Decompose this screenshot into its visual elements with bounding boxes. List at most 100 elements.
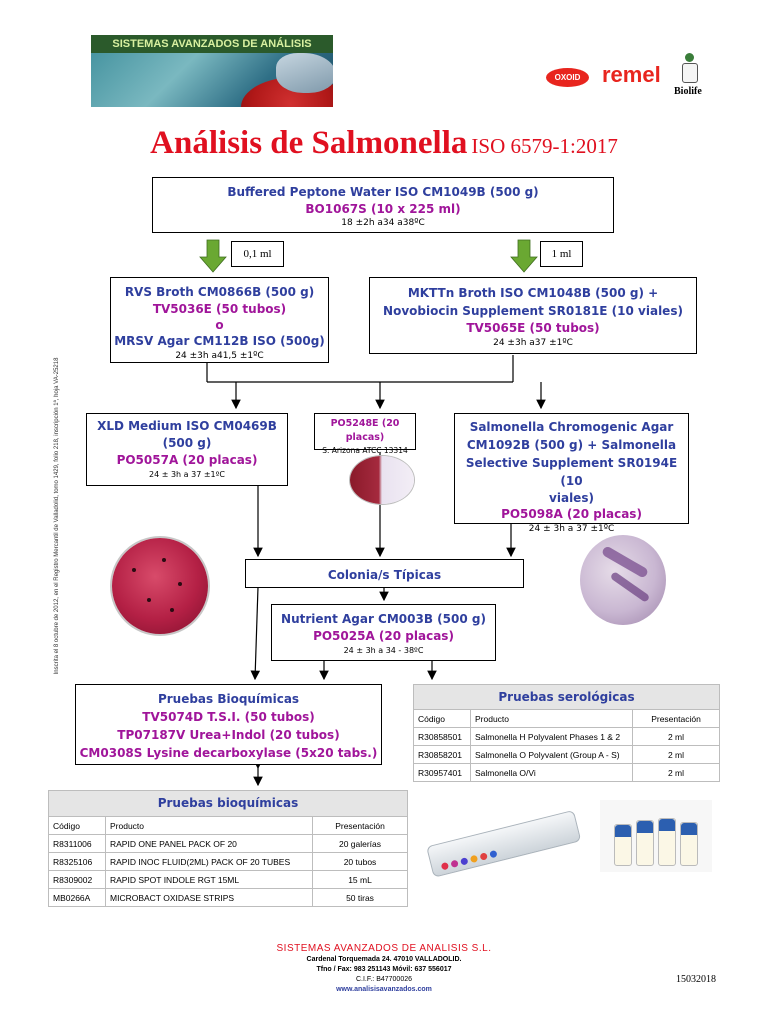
volume-label-right: 1 ml <box>540 241 583 267</box>
header-presentacion: Presentación <box>632 709 720 728</box>
green-arrow-right <box>510 239 538 273</box>
cell-product: Salmonella O Polyvalent (Group A - S) <box>470 745 633 764</box>
rvs-line1: RVS Broth CM0866B (500 g) <box>124 285 315 299</box>
header-presentacion: Presentación <box>312 816 408 835</box>
table-row: R8325106 RAPID INOC FLUID(2ML) PACK OF 2… <box>48 852 408 871</box>
footer-cif: C.I.F.: B47700026 <box>355 976 413 983</box>
table-row: R8309002 RAPID SPOT INDOLE RGT 15ML 15 m… <box>48 870 408 889</box>
xld-plate-image <box>112 538 208 634</box>
glove-photo <box>276 53 333 93</box>
document-code: 15032018 <box>676 974 716 985</box>
table-row: R30858501 Salmonella H Polyvalent Phases… <box>413 727 720 746</box>
step-mkttn-broth: MKTTn Broth ISO CM1048B (500 g) + Novobi… <box>369 277 697 354</box>
volume-right-text: 1 ml <box>551 248 572 260</box>
rvs-line2: TV5036E (50 tubos) <box>152 302 287 316</box>
biolife-label: Biolife <box>674 86 702 97</box>
colonias-label: Colonia/s Típicas <box>327 568 442 582</box>
step-po5248e: PO5248E (20 placas) S. Arizona ATCC 1331… <box>314 413 416 455</box>
mkttn-line3: TV5065E (50 tubos) <box>466 321 600 335</box>
cell-presentation: 50 tiras <box>312 888 408 907</box>
reagent-bottles-image <box>600 800 712 872</box>
step1-line1: Buffered Peptone Water ISO CM1049B (500 … <box>227 185 539 199</box>
biochemical-title-text: Pruebas bioquímicas <box>157 796 299 810</box>
bioq-line1: Pruebas Bioquímicas <box>157 692 300 706</box>
bioq-line4: CM0308S Lysine decarboxylase (5x20 tabs.… <box>79 746 378 760</box>
header-producto: Producto <box>105 816 313 835</box>
cell-presentation: 2 ml <box>632 745 720 764</box>
step-chromogenic-agar: Salmonella Chromogenic Agar CM1092B (500… <box>454 413 689 534</box>
banner-title: SISTEMAS AVANZADOS DE ANÁLISIS <box>91 35 333 53</box>
chromo-line3: Selective Supplement SR0194E (10 <box>465 456 678 488</box>
step-buffered-peptone: Buffered Peptone Water ISO CM1049B (500 … <box>152 177 614 233</box>
cell-presentation: 2 ml <box>632 727 720 746</box>
chromo-line6: 24 ± 3h a 37 ±1ºC <box>528 524 615 534</box>
chromo-line4: viales) <box>549 491 594 505</box>
mkttn-line2: Novobiocin Supplement SR0181E (10 viales… <box>383 304 683 318</box>
serological-table: Código Producto Presentación R30858501 S… <box>413 709 720 782</box>
cell-presentation: 20 tubos <box>312 852 408 871</box>
green-arrow-left <box>199 239 227 273</box>
registry-side-note: Inscrita el 8 octubre de 2012, en el Reg… <box>54 357 60 675</box>
step1-line3: 18 ±2h a34 a38ºC <box>341 218 425 228</box>
header-banner: SISTEMAS AVANZADOS DE ANÁLISIS <box>91 35 333 107</box>
table-row: R30957401 Salmonella O/Vi 2 ml <box>413 763 720 782</box>
nutrient-line2: PO5025A (20 placas) <box>313 629 454 643</box>
xld-line1: XLD Medium ISO CM0469B <box>97 419 277 433</box>
table-header-row: Código Producto Presentación <box>48 816 408 835</box>
volume-label-left: 0,1 ml <box>231 241 284 267</box>
rvs-line3: o <box>215 318 224 332</box>
xld-line4: 24 ± 3h a 37 ±1ºC <box>149 470 225 479</box>
footer-web[interactable]: www.analisisavanzados.com <box>336 986 432 993</box>
cell-product: Salmonella O/Vi <box>470 763 633 782</box>
table-row: MB0266A MICROBACT OXIDASE STRIPS 50 tira… <box>48 888 408 907</box>
biochemical-table-title: Pruebas bioquímicas <box>48 790 408 817</box>
cell-product: MICROBACT OXIDASE STRIPS <box>105 888 313 907</box>
page-title: Análisis de Salmonella ISO 6579-1:2017 <box>0 123 768 169</box>
cell-code: R30858501 <box>413 727 471 746</box>
footer-company: SISTEMAS AVANZADOS DE ANALISIS S.L. <box>276 943 492 954</box>
xld-line2: (500 g) <box>162 436 212 450</box>
bioq-line2: TV5074D T.S.I. (50 tubos) <box>142 710 315 724</box>
table-header-row: Código Producto Presentación <box>413 709 720 728</box>
cell-presentation: 15 mL <box>312 870 408 889</box>
step-nutrient-agar: Nutrient Agar CM003B (500 g) PO5025A (20… <box>271 604 496 661</box>
cell-code: R8311006 <box>48 834 106 853</box>
chromogenic-plate-image <box>580 535 666 625</box>
footer-phone: Tfno / Fax: 983 251143 Móvil: 637 556017 <box>316 966 452 973</box>
arizona-plate-image <box>350 456 414 504</box>
cell-code: R30858201 <box>413 745 471 764</box>
biochemical-table: Código Producto Presentación R8311006 RA… <box>48 816 408 907</box>
po5248-line1: PO5248E (20 placas) <box>330 418 400 443</box>
cell-presentation: 2 ml <box>632 763 720 782</box>
table-row: R8311006 RAPID ONE PANEL PACK OF 20 20 g… <box>48 834 408 853</box>
rvs-line5: 24 ±3h a41,5 ±1ºC <box>175 351 264 361</box>
po5248-line2: S. Arizona ATCC 13314 <box>322 446 408 455</box>
header-producto: Producto <box>470 709 633 728</box>
step-rvs-broth: RVS Broth CM0866B (500 g) TV5036E (50 tu… <box>110 277 329 363</box>
header-codigo: Código <box>413 709 471 728</box>
step-pruebas-bioquimicas: Pruebas Bioquímicas TV5074D T.S.I. (50 t… <box>75 684 382 765</box>
oxoid-logo: OXOID <box>546 68 589 87</box>
biolife-logo-icon <box>680 53 698 83</box>
xld-line3: PO5057A (20 placas) <box>116 453 258 467</box>
title-main: Análisis de Salmonella <box>150 125 468 161</box>
mkttn-line4: 24 ±3h a37 ±1ºC <box>493 338 573 348</box>
chromo-line1: Salmonella Chromogenic Agar <box>469 420 674 434</box>
remel-logo: remel <box>602 62 661 87</box>
step-xld-medium: XLD Medium ISO CM0469B (500 g) PO5057A (… <box>86 413 288 486</box>
mkttn-line1: MKTTn Broth ISO CM1048B (500 g) + <box>407 286 659 300</box>
cell-product: Salmonella H Polyvalent Phases 1 & 2 <box>470 727 633 746</box>
title-iso: ISO 6579-1:2017 <box>471 134 618 158</box>
chromo-line5: PO5098A (20 placas) <box>501 507 642 521</box>
cell-presentation: 20 galerías <box>312 834 408 853</box>
step1-line2: BO1067S (10 x 225 ml) <box>305 202 461 216</box>
volume-left-text: 0,1 ml <box>243 248 272 260</box>
bioq-line3: TP07187V Urea+Indol (20 tubos) <box>117 728 340 742</box>
serological-title-text: Pruebas serológicas <box>498 690 635 704</box>
step-colonias-tipicas: Colonia/s Típicas <box>245 559 524 588</box>
cell-product: RAPID SPOT INDOLE RGT 15ML <box>105 870 313 889</box>
rvs-line4: MRSV Agar CM112B ISO (500g) <box>114 334 325 348</box>
cell-code: MB0266A <box>48 888 106 907</box>
cell-code: R30957401 <box>413 763 471 782</box>
